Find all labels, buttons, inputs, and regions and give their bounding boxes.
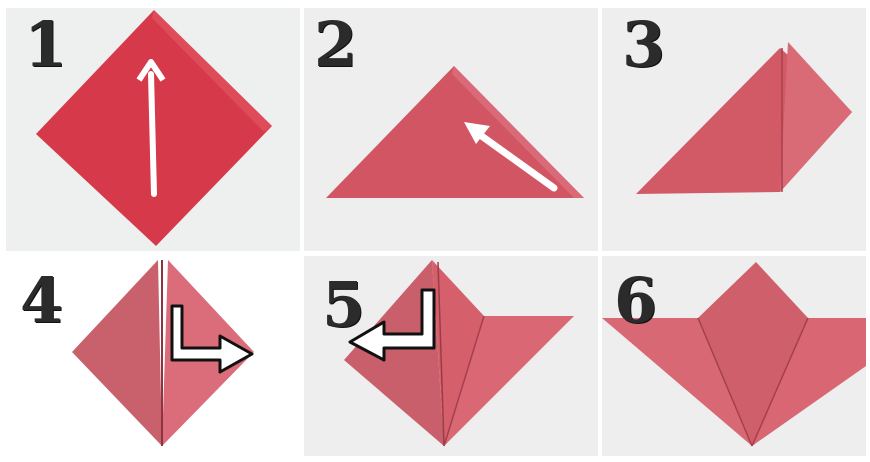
step-1-panel: 1 <box>6 8 300 251</box>
step-3-panel: 3 <box>602 8 866 251</box>
step-2-number: 2 <box>314 14 355 76</box>
step-5-number: 5 <box>322 274 363 336</box>
step-5-panel: 5 <box>304 256 598 456</box>
step-6-panel: 6 <box>602 256 866 456</box>
step-6-number: 6 <box>614 270 655 332</box>
step-1-number: 1 <box>24 14 65 76</box>
step-2-panel: 2 <box>304 8 598 251</box>
step-4-panel: 4 <box>6 256 300 456</box>
step-3-number: 3 <box>622 14 663 76</box>
step-4-number: 4 <box>20 270 61 332</box>
